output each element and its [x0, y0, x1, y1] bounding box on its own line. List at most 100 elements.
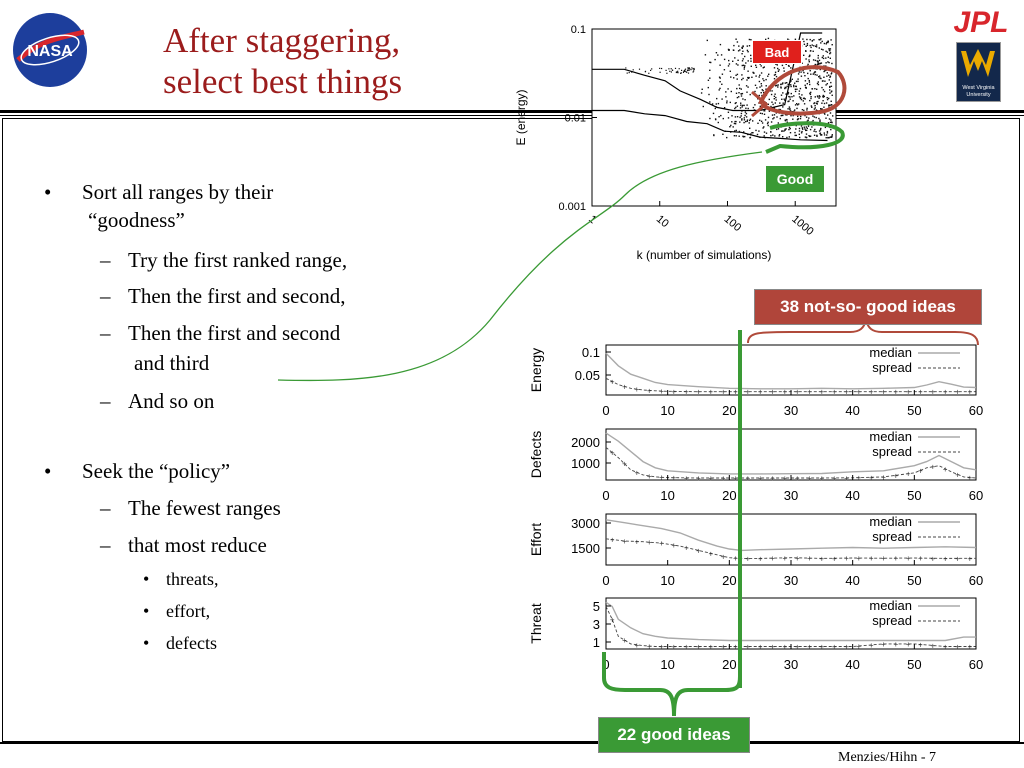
spread-point: + [795, 554, 800, 563]
scatter-point [803, 97, 805, 99]
scatter-point [743, 121, 745, 124]
scatter-point [822, 49, 824, 51]
line-y-tick-label: 3000 [571, 516, 600, 531]
line-x-tick-label: 20 [722, 573, 736, 588]
spread-point: + [967, 473, 972, 482]
line-y-tick-label: 2000 [571, 435, 600, 450]
scatter-point [730, 124, 732, 127]
connector-line [277, 151, 763, 382]
scatter-point [826, 41, 828, 44]
scatter-point [743, 68, 745, 70]
scatter-point [784, 87, 786, 90]
spread-point: + [634, 385, 639, 394]
scatter-point [751, 76, 753, 78]
legend-spread-label: spread [872, 360, 912, 375]
line-x-tick-label: 50 [907, 657, 921, 672]
wvu-logo-line-1: West Virginia [962, 85, 995, 91]
spread-point: + [721, 642, 726, 651]
scatter-point [806, 129, 808, 131]
spread-point: + [684, 388, 689, 397]
scatter-point [689, 68, 691, 70]
scatter-point [784, 99, 786, 101]
scatter-point [774, 71, 777, 73]
scatter-point [828, 118, 831, 120]
scatter-point [767, 37, 770, 40]
scatter-point [788, 106, 791, 108]
scatter-point [776, 64, 778, 66]
scatter-point [781, 64, 784, 67]
scatter-point [760, 92, 762, 94]
scatter-point [822, 80, 824, 82]
median-line [605, 352, 977, 390]
scatter-point [807, 72, 809, 75]
scatter-point [736, 87, 738, 90]
scatter-point [789, 127, 791, 130]
scatter-point [804, 75, 806, 77]
scatter-point [680, 72, 682, 74]
scatter-point [758, 80, 761, 83]
scatter-point [755, 129, 757, 132]
scatter-point [729, 126, 731, 128]
spread-point: + [758, 554, 763, 563]
scatter-point [760, 72, 763, 74]
scatter-point [794, 109, 796, 111]
scatter-point [826, 132, 829, 134]
scatter-point [815, 45, 817, 47]
line-x-tick-label: 40 [845, 403, 859, 418]
spread-point: + [881, 473, 886, 482]
spread-point: + [770, 554, 775, 563]
spread-point: + [918, 640, 923, 649]
scatter-point [735, 106, 737, 109]
scatter-point [742, 77, 744, 80]
scatter-point [809, 128, 812, 131]
scatter-point [733, 44, 735, 47]
scatter-point [783, 67, 785, 69]
scatter-point [688, 67, 690, 69]
scatter-point [759, 74, 761, 76]
scatter-point [733, 135, 736, 137]
scatter-point [740, 115, 742, 117]
spread-point: + [943, 388, 948, 397]
scatter-point [823, 90, 826, 93]
spread-point: + [795, 474, 800, 483]
scatter-y-tick-label: 0.1 [571, 24, 586, 36]
spread-point: + [647, 472, 652, 481]
scatter-point [805, 50, 807, 52]
scatter-point [820, 38, 822, 40]
scatter-point [729, 70, 731, 72]
scatter-point [740, 102, 742, 104]
scatter-point [726, 102, 728, 104]
scatter-point [763, 113, 766, 115]
scatter-point [790, 92, 792, 95]
scatter-point [828, 49, 831, 51]
scatter-point [822, 96, 825, 98]
spread-point: + [782, 642, 787, 651]
scatter-point [831, 136, 833, 138]
spread-point: + [918, 466, 923, 475]
scatter-point [741, 64, 743, 67]
scatter-point [823, 112, 826, 114]
scatter-point [806, 120, 809, 122]
scatter-point [787, 108, 789, 110]
scatter-point [755, 66, 758, 68]
spread-point: + [869, 554, 874, 563]
dash-marker: – [100, 248, 111, 272]
wvu-logo-mark [961, 49, 995, 77]
jpl-logo: JPL [953, 6, 1009, 39]
scatter-point [823, 70, 825, 73]
scatter-point [746, 45, 748, 47]
scatter-point [761, 112, 763, 115]
line-x-tick-label: 0 [602, 488, 609, 503]
scatter-point [826, 130, 829, 133]
scatter-point [735, 74, 737, 76]
scatter-point [768, 73, 770, 75]
scatter-point [744, 135, 746, 138]
scatter-point [702, 105, 704, 108]
scatter-point [806, 44, 809, 46]
scatter-point [778, 134, 781, 136]
scatter-point [828, 61, 830, 64]
scatter-point [823, 102, 826, 105]
scatter-point [800, 98, 803, 101]
scatter-point [767, 121, 769, 123]
footer-rule [0, 742, 1024, 744]
